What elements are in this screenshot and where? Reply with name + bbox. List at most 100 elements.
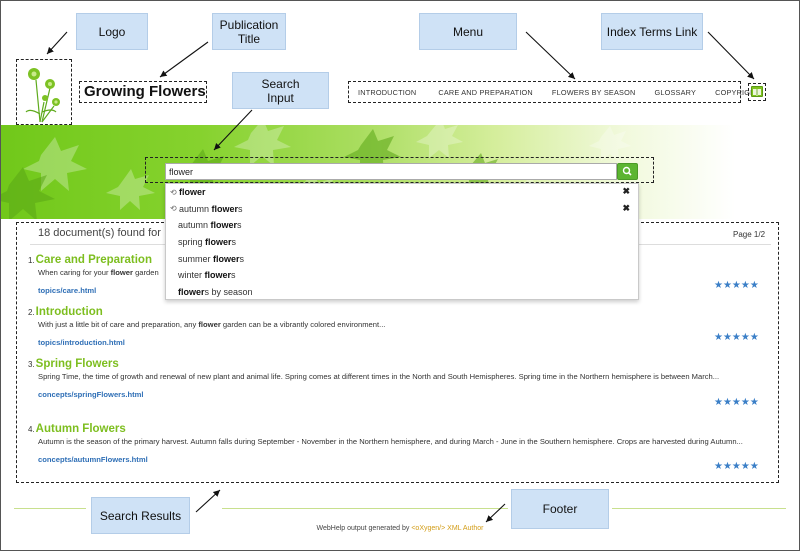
- history-icon: ⟲: [170, 187, 177, 197]
- suggestion-match: flower: [179, 187, 206, 198]
- footer-rule-left: [14, 508, 86, 509]
- search-button[interactable]: [617, 163, 638, 180]
- suggestion-match: flower: [213, 253, 240, 264]
- footer-text: WebHelp output generated by <oXygen/> XM…: [0, 525, 800, 532]
- menu-item-glossary[interactable]: GLOSSARY: [654, 87, 697, 97]
- result-url-link[interactable]: concepts/autumnFlowers.html: [38, 454, 148, 464]
- search-input[interactable]: [165, 163, 617, 180]
- rating-stars[interactable]: ★★★★★: [714, 280, 759, 291]
- suggestion-prefix: spring: [178, 237, 206, 248]
- menu-frame: [348, 81, 741, 103]
- logo-frame: [16, 59, 72, 125]
- leaf-pattern: [1, 125, 799, 219]
- result-number: 3.: [28, 360, 35, 369]
- menu-item-care-and-preparation[interactable]: CARE AND PREPARATION: [438, 87, 533, 97]
- suggestion-suffix: s: [239, 253, 245, 264]
- suggestion-prefix: winter: [178, 270, 205, 281]
- result-title-link[interactable]: 1.Care and Preparation: [28, 254, 776, 266]
- snippet-text: Spring Time, the time of growth and rene…: [38, 372, 720, 381]
- menu-item-introduction[interactable]: INTRODUCTION: [358, 87, 417, 97]
- callout-index-terms: Index Terms Link: [601, 13, 703, 50]
- suggestion-prefix: summer: [178, 253, 214, 264]
- book-icon[interactable]: [751, 86, 763, 97]
- suggestion-prefix: autumn: [179, 203, 212, 214]
- snippet-text: With just a little bit of care and prepa…: [38, 320, 199, 329]
- snippet-match: flower: [110, 268, 133, 277]
- result-title[interactable]: Care and Preparation: [35, 254, 152, 266]
- snippet-text: garden can be a vibrantly colored enviro…: [220, 320, 386, 329]
- index-terms-frame: [748, 83, 766, 101]
- page-indicator: Page 1/2: [733, 230, 766, 239]
- publication-title[interactable]: Growing Flowers: [84, 83, 206, 100]
- suggestion-match: flower: [205, 237, 232, 248]
- result-snippet: With just a little bit of care and prepa…: [38, 319, 773, 332]
- suggestion-suffix: s: [238, 203, 243, 214]
- rating-stars[interactable]: ★★★★★: [714, 332, 759, 343]
- snippet-text: garden: [132, 268, 159, 277]
- result-number: 4.: [28, 425, 35, 434]
- footer-brand-link[interactable]: <oXygen/>: [411, 525, 446, 532]
- footer-rule-mid: [222, 508, 508, 509]
- suggestion-suffix: s: [231, 270, 236, 281]
- result-title-link[interactable]: 3.Spring Flowers: [28, 358, 776, 370]
- suggestion-item[interactable]: ⟲flower ✖: [166, 184, 638, 201]
- suggestion-match: flower: [210, 220, 238, 231]
- suggestion-suffix: s: [237, 220, 242, 231]
- snippet-match: flower: [198, 320, 221, 329]
- results-count: 18 document(s) found for: [38, 227, 161, 239]
- result-title[interactable]: Introduction: [35, 306, 103, 318]
- suggestion-match: flower: [204, 270, 232, 281]
- result-title-link[interactable]: 4.Autumn Flowers: [28, 423, 776, 435]
- footer-suffix[interactable]: XML Author: [445, 525, 484, 532]
- callout-footer: Footer: [511, 489, 609, 529]
- suggestion-suffix: s: [231, 237, 237, 248]
- callout-logo: Logo: [76, 13, 148, 50]
- logo-icon[interactable]: [20, 62, 70, 124]
- callout-search-input: Search Input: [232, 72, 329, 109]
- result-number: 1.: [28, 256, 35, 265]
- snippet-text: Autumn is the season of the primary harv…: [38, 437, 743, 446]
- result-snippet: When caring for your flower garden: [38, 267, 773, 280]
- callout-menu: Menu: [419, 13, 517, 50]
- footer-prefix: WebHelp output generated by: [316, 525, 412, 532]
- title-frame: [79, 81, 207, 103]
- suggestion-suffix: s by season: [204, 286, 253, 297]
- result-url-link[interactable]: topics/introduction.html: [38, 337, 125, 347]
- footer-rule-right: [612, 508, 786, 509]
- result-url-link[interactable]: concepts/springFlowers.html: [38, 389, 144, 399]
- result-snippet: Autumn is the season of the primary harv…: [38, 436, 773, 449]
- result-url-link[interactable]: topics/care.html: [38, 285, 97, 295]
- rating-stars[interactable]: ★★★★★: [714, 461, 759, 472]
- main-menu: INTRODUCTION CARE AND PREPARATION FLOWER…: [352, 82, 760, 102]
- rating-stars[interactable]: ★★★★★: [714, 397, 759, 408]
- remove-history-icon[interactable]: ✖: [622, 202, 630, 213]
- search-icon: [622, 166, 632, 176]
- snippet-text: When caring for your: [38, 268, 111, 277]
- menu-item-flowers-by-season[interactable]: FLOWERS BY SEASON: [551, 87, 636, 97]
- search-frame: [145, 157, 654, 183]
- result-title-link[interactable]: 2.Introduction: [28, 306, 776, 318]
- result-title[interactable]: Spring Flowers: [35, 358, 119, 370]
- result-snippet: Spring Time, the time of growth and rene…: [38, 371, 773, 384]
- menu-item-copyright[interactable]: COPYRIGHT: [715, 87, 761, 97]
- callout-search-results: Search Results: [91, 497, 190, 534]
- callout-publication-title: Publication Title: [212, 13, 286, 50]
- history-icon: ⟲: [170, 204, 177, 214]
- result-number: 2.: [28, 308, 35, 317]
- suggestion-prefix: autumn: [178, 220, 211, 231]
- result-title[interactable]: Autumn Flowers: [35, 423, 126, 435]
- suggestion-match: flower: [211, 203, 239, 214]
- suggestion-match: flower: [178, 286, 205, 297]
- remove-history-icon[interactable]: ✖: [622, 186, 630, 196]
